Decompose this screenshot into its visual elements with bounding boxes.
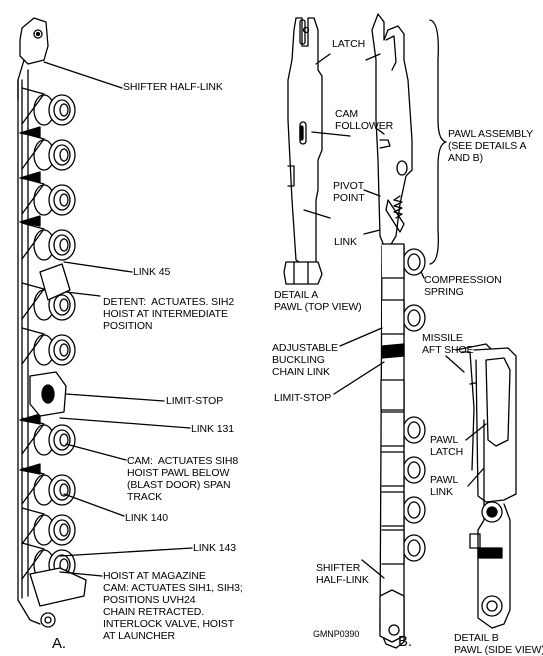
- link-plate: [21, 327, 45, 365]
- chain-roller: [33, 229, 76, 261]
- chain-roller: [381, 299, 426, 335]
- detail-b-pawl-side-view: [445, 343, 517, 629]
- label-pawl-assembly: PAWL ASSEMBLY (SEE DETAILS A AND B): [448, 128, 534, 164]
- panel-label-a: A.: [52, 635, 66, 652]
- chain-roller: [33, 424, 76, 456]
- label-detail-a: DETAIL A PAWL (TOP VIEW): [274, 289, 362, 313]
- label-shifter-half-link: SHIFTER HALF-LINK: [123, 81, 223, 93]
- chain-roller: [381, 491, 426, 527]
- label-compression-spring: COMPRESSION SPRING: [424, 274, 502, 298]
- link-plate: [21, 87, 45, 125]
- link-shadow: [19, 215, 41, 227]
- link-plate: [21, 507, 45, 545]
- chain-roller: [33, 139, 76, 171]
- label-link-140: LINK 140: [125, 512, 168, 524]
- label-limit-stop-a: LIMIT-STOP: [166, 395, 224, 407]
- chain-roller: [381, 411, 426, 447]
- label-latch: LATCH: [332, 38, 366, 50]
- chain-roller: [33, 94, 76, 126]
- chain-assembly-b: [333, 13, 426, 649]
- chain-roller: [33, 334, 76, 366]
- label-pivot-point: PIVOT POINT: [333, 180, 365, 204]
- link-shadow: [19, 413, 41, 425]
- chain-roller: [33, 289, 76, 321]
- adjustable-link-marker: [381, 343, 405, 359]
- leader-lines-a: [43, 61, 193, 577]
- label-link: LINK: [334, 236, 357, 248]
- label-detent: DETENT: ACTUATES. SIH2 HOIST AT INTERMED…: [103, 296, 235, 332]
- label-missile-aft-shoe: MISSILE AFT SHOE: [422, 332, 474, 356]
- link-shadow: [19, 171, 41, 183]
- label-link-143: LINK 143: [193, 542, 236, 554]
- panel-label-b: B.: [398, 633, 412, 650]
- label-cam-sih8: CAM: ACTUATES SIH8 HOIST PAWL BELOW (BLA…: [127, 455, 239, 503]
- label-cam-follower: CAM FOLLOWER: [335, 108, 394, 132]
- link-shadow: [19, 126, 41, 138]
- label-link-131: LINK 131: [191, 423, 234, 435]
- limit-stop-block: [380, 379, 405, 411]
- label-shifter-half-link-b: SHIFTER HALF-LINK: [316, 562, 369, 586]
- label-adjustable-link: ADJUSTABLE BUCKLING CHAIN LINK: [272, 342, 338, 378]
- link-plate: [21, 282, 45, 320]
- chain-roller: [381, 243, 426, 279]
- chain-roller: [381, 529, 426, 565]
- chain-assembly-a: [17, 17, 87, 628]
- chain-roller: [33, 184, 76, 216]
- label-link-45: LINK 45: [133, 266, 171, 278]
- label-pawl-link: PAWL LINK: [430, 474, 459, 498]
- label-pawl-latch: PAWL LATCH: [430, 434, 464, 458]
- figure-code: GMNP0390: [313, 629, 360, 639]
- pawl-assembly-brace: [429, 19, 447, 265]
- chain-roller: [33, 474, 76, 506]
- link-shadow: [19, 463, 41, 475]
- label-hoist-at-magazine: HOIST AT MAGAZINE CAM: ACTUATES SIH1, SI…: [103, 570, 243, 642]
- chain-roller: [381, 451, 426, 487]
- chain-roller: [33, 514, 76, 546]
- link-plate: [21, 542, 45, 580]
- label-limit-stop-b: LIMIT-STOP: [274, 392, 332, 404]
- label-detail-b: DETAIL B PAWL (SIDE VIEW): [454, 632, 543, 656]
- link-plate: [21, 222, 45, 260]
- detail-a-pawl-top-view: [283, 17, 351, 285]
